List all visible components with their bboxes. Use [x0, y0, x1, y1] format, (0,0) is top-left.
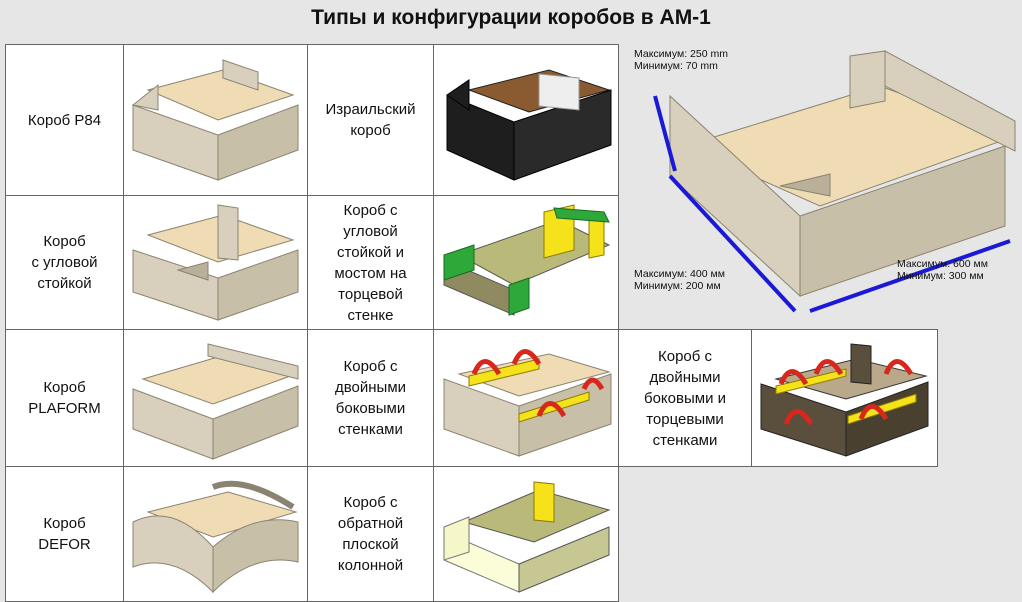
box-plaform-illustration — [132, 343, 299, 460]
box-double-side-end-illustration — [760, 343, 928, 457]
red-arrow-icon — [858, 404, 888, 421]
red-arrow-icon — [536, 401, 566, 418]
label-box-corner-post: Короб с угловой стойкой — [5, 195, 124, 330]
box-reverse-column-illustration — [443, 480, 610, 593]
label-israeli-box: Израильский короб — [307, 44, 434, 196]
label-box-reverse-column: Короб с обратной плоской колонной — [307, 466, 434, 602]
label-box-double-side-end: Короб с двойными боковыми и торцевыми ст… — [618, 329, 752, 467]
width-arrow-icon — [668, 174, 797, 313]
image-box-corner-post — [123, 195, 308, 330]
image-box-corner-post-bridge — [433, 195, 619, 330]
main-box-drawing — [653, 50, 1017, 313]
label-box-p84: Короб P84 — [5, 44, 124, 196]
label-box-double-side: Короб с двойными боковыми стенками — [307, 329, 434, 467]
image-box-plaform — [123, 329, 308, 467]
width-dimension-label: Максимум: 400 мм Минимум: 200 мм — [634, 268, 725, 292]
image-box-defor — [123, 466, 308, 602]
box-double-side-illustration — [443, 349, 611, 457]
box-defor-illustration — [132, 480, 299, 593]
label-box-plaform: Короб PLAFORM — [5, 329, 124, 467]
page-title: Типы и конфигурации коробов в АМ-1 — [311, 6, 711, 29]
height-dimension-label: Максимум: 250 mm Минимум: 70 mm — [634, 48, 728, 72]
red-arrow-icon — [883, 359, 913, 376]
image-box-p84 — [123, 44, 308, 196]
red-arrow-icon — [813, 359, 843, 376]
box-corner-post-bridge-illustration — [443, 204, 610, 316]
length-arrow-icon — [809, 239, 1011, 313]
image-israeli-box — [433, 44, 619, 196]
red-arrow-icon — [511, 349, 541, 366]
image-box-reverse-column — [433, 466, 619, 602]
height-arrow-icon — [653, 95, 677, 172]
image-box-double-side-end — [751, 329, 938, 467]
red-arrow-icon — [783, 409, 813, 426]
box-corner-post-illustration — [132, 204, 299, 321]
length-dimension-label: Максимум: 600 мм Минимум: 300 мм — [897, 258, 988, 282]
box-p84-illustration — [131, 59, 299, 181]
image-box-double-side — [433, 329, 619, 467]
label-box-corner-post-bridge: Короб с угловой стойкой и мостом на торц… — [307, 195, 434, 330]
red-arrow-icon — [778, 369, 808, 386]
israeli-box-illustration — [445, 69, 611, 181]
main-box-illustration — [630, 46, 1020, 324]
red-arrow-icon — [581, 377, 604, 391]
red-arrow-icon — [471, 359, 501, 376]
label-box-defor: Короб DEFOR — [5, 466, 124, 602]
